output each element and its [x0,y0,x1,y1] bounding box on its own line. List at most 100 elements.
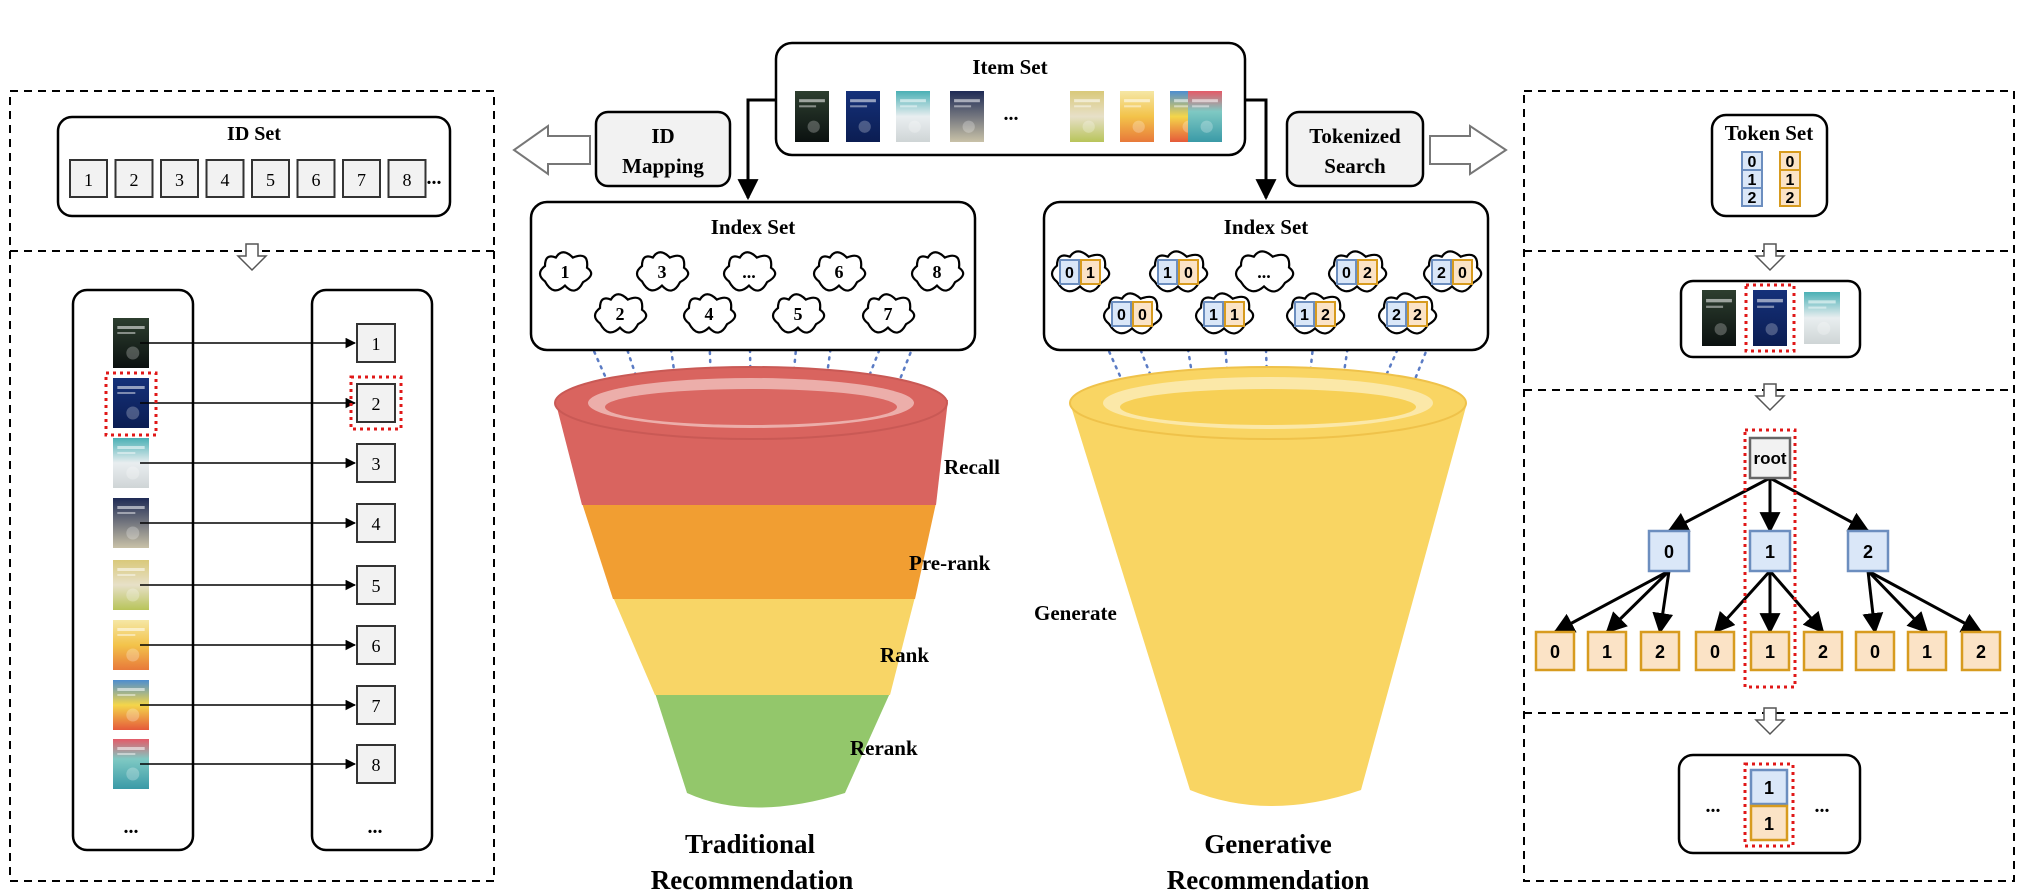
tree-level1-node [1647,529,1691,573]
mapped-id-label: 8 [372,755,381,775]
mapped-id-box [356,503,396,543]
svg-text:0: 0 [1065,265,1074,282]
index-cloud-label: 8 [933,262,942,282]
id-set-label: 8 [403,170,412,190]
traditional-caption-line2: Recommendation [651,865,853,895]
index-cloud: 2 [593,293,648,334]
mapping-row: 8 [113,739,396,789]
generative-index-title: Index Set [1224,215,1309,239]
index-cloud: 8 [910,251,965,292]
token-orange [1315,301,1336,327]
mapped-id-label: 1 [372,334,381,354]
mapping-row: 1 [113,318,396,368]
down-arrow-icon [1754,707,1786,736]
token-set-title: Token Set [1725,121,1814,145]
index-cloud-label: 2 [616,304,625,324]
tree-level2-label: 1 [1765,642,1775,662]
tree-level2-label: 0 [1550,642,1560,662]
mapped-id-box [356,443,396,483]
id-set-box: 3 [160,159,199,198]
index-cloud: 1 [538,251,593,292]
tree-edge [1867,569,1983,634]
tree-level2-label: 2 [1976,642,1986,662]
generative-caption-line1: Generative [1204,829,1331,859]
mapped-id-box [356,625,396,665]
svg-text:0: 0 [1184,265,1193,282]
id-set-box: 2 [114,159,154,198]
svg-text:1: 1 [1230,307,1239,324]
tree-level2-node [1694,630,1736,672]
svg-text:1: 1 [1209,307,1218,324]
index-cloud-label: 7 [884,304,893,324]
mapped-id-label: 6 [372,636,381,656]
index-cloud: 6 [812,251,867,292]
rerank-layer [655,693,890,808]
tree-edge [1866,569,1929,634]
svg-text:Tokenized: Tokenized [1309,124,1401,148]
index-cloud-label: 6 [835,262,844,282]
svg-text:2: 2 [1392,307,1401,324]
result-left-ellipsis: ... [1706,795,1721,817]
index-cloud: 5 [771,293,826,334]
id-set-label: 4 [221,170,230,190]
svg-text:0: 0 [1138,307,1147,324]
book-cover-image [1753,290,1787,346]
svg-text:Mapping: Mapping [622,154,704,178]
left-column-ellipsis: ... [124,816,139,838]
tree-level2-node [1749,630,1791,672]
tree-level2-node [1960,630,2002,672]
svg-text:2: 2 [1413,307,1422,324]
index-cloud: 3 [635,251,690,292]
mapped-id-label: 4 [372,514,381,534]
id-set-box: 6 [296,159,336,198]
svg-text:0: 0 [1117,307,1126,324]
item-set-ellipsis: ... [1004,103,1019,125]
book-cover-image [896,91,930,142]
traditional-index-title: Index Set [711,215,796,239]
token-blue [1741,187,1763,207]
token-orange [1178,259,1199,285]
tree-edge [1769,476,1870,533]
svg-text:1: 1 [1764,778,1774,798]
svg-text:2: 2 [1437,265,1446,282]
stage-prerank: Pre-rank [909,551,991,575]
item-set-title: Item Set [972,55,1047,79]
svg-text:2: 2 [1321,307,1330,324]
mapped-id-box [356,685,396,725]
svg-text:2: 2 [1363,265,1372,282]
stage-recall: Recall [944,455,1000,479]
id-set-title: ID Set [227,123,281,145]
token-orange [1357,259,1378,285]
token-orange [1132,301,1153,327]
token-blue [1157,259,1178,285]
tree-edge [1667,476,1771,533]
tree-edge [1862,570,1884,635]
tree-level2-label: 0 [1870,642,1880,662]
token-blue-label: 0 [1748,154,1757,171]
id-set-box: 5 [251,159,290,198]
index-cloud: 4 [682,293,737,334]
index-cloud: ... [722,251,777,292]
token-orange-label: 2 [1786,190,1795,207]
token-blue [1203,301,1224,327]
selected-item-books [1702,283,1840,353]
result-right-ellipsis: ... [1815,795,1830,817]
traditional-recommendation: Recall Pre-rank Rank Rerank Traditional … [554,284,1000,895]
stage-rerank: Rerank [850,736,918,760]
tree-level2-label: 1 [1922,642,1932,662]
token-blue-label: 2 [1748,190,1757,207]
traditional-caption-line1: Traditional [685,829,816,859]
result-highlight [1743,762,1795,848]
book-cover-image [1070,91,1104,142]
book-cover-image [950,91,984,142]
tokenized-search-label: Tokenized Search [1285,110,1425,188]
token-orange [1080,259,1101,285]
token-blue-label: 1 [1748,172,1757,189]
